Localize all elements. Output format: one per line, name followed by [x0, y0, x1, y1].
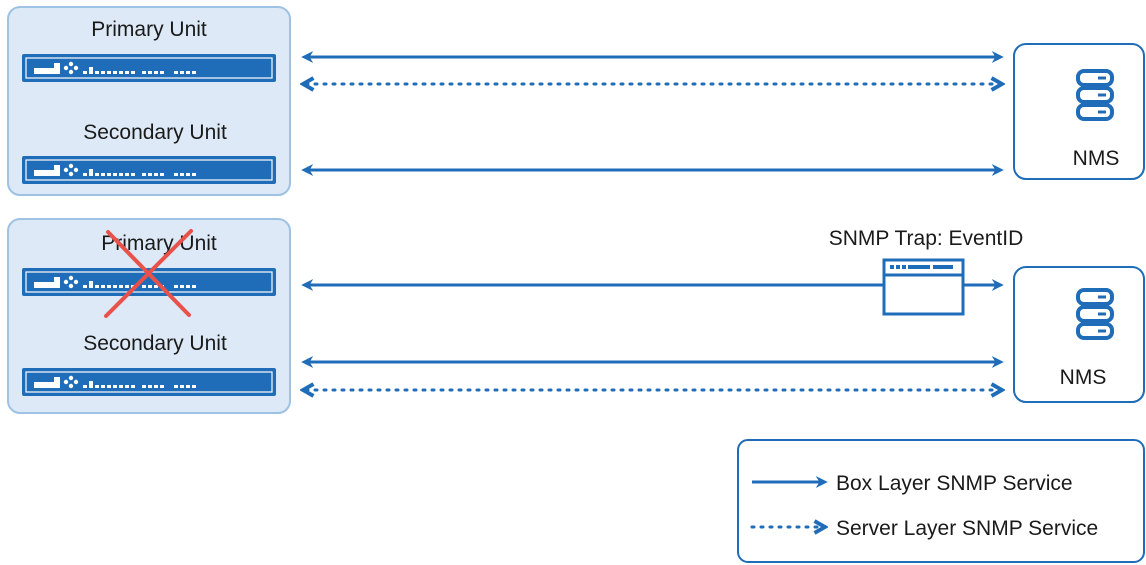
- legend-server-layer-label: Server Layer SNMP Service: [836, 517, 1098, 540]
- snmp-trap-label: SNMP Trap: EventID: [829, 227, 1024, 250]
- window-icon: [882, 258, 965, 316]
- legend-box-layer-label: Box Layer SNMP Service: [836, 472, 1073, 495]
- failure-x-icon: [104, 229, 193, 318]
- top-secondary-unit-label: Secondary Unit: [83, 121, 227, 144]
- firewall-appliance-icon: [21, 367, 277, 397]
- bottom-nms-label: NMS: [1060, 366, 1107, 389]
- firewall-appliance-icon: [21, 53, 277, 83]
- server-stack-icon: [1076, 288, 1114, 340]
- bottom-secondary-unit-label: Secondary Unit: [83, 332, 227, 355]
- bottom-primary-unit-label: Primary Unit: [101, 232, 217, 255]
- server-stack-icon: [1076, 69, 1114, 121]
- top-primary-unit-label: Primary Unit: [91, 18, 207, 41]
- legend-box: [737, 439, 1145, 563]
- firewall-appliance-icon: [21, 155, 277, 185]
- top-nms-label: NMS: [1073, 147, 1120, 170]
- bottom-unit-group: [7, 218, 291, 414]
